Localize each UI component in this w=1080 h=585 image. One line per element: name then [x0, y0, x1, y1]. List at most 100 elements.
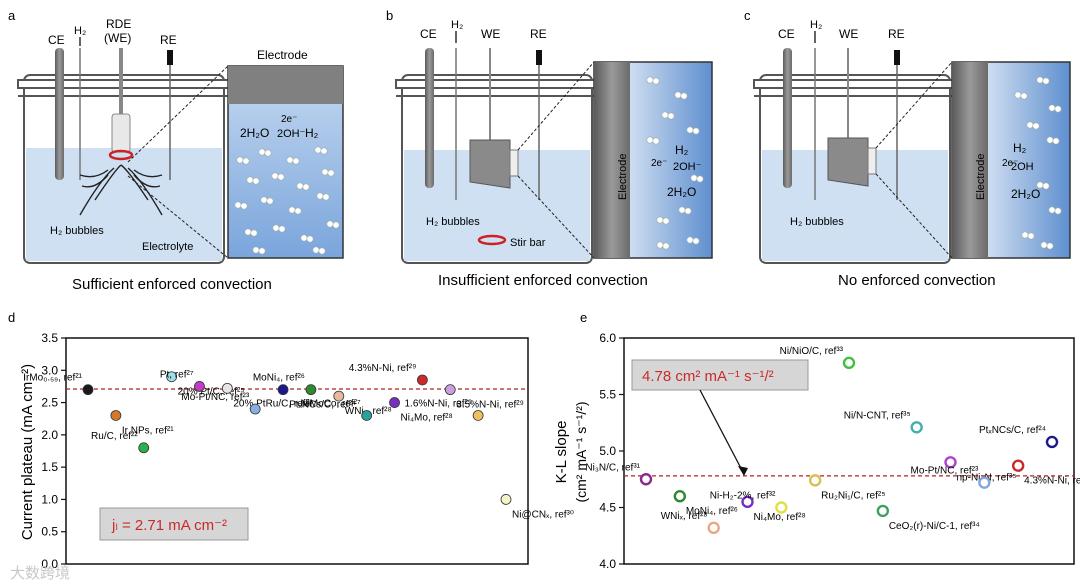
- e-point: [775, 501, 788, 514]
- bubble: [646, 76, 654, 84]
- reference-box-e: [631, 359, 809, 391]
- bubble: [320, 147, 328, 155]
- y-tick-label: 0.5: [41, 525, 58, 539]
- bubble: [252, 246, 260, 254]
- bubble: [674, 91, 682, 99]
- e-point: [808, 474, 822, 487]
- rde-we-label-a: (WE): [104, 31, 131, 45]
- ce-label-b: CE: [420, 27, 437, 41]
- bubbles-label-b: H₂ bubbles: [426, 216, 480, 228]
- bubbles-label-a: H₂ bubbles: [50, 225, 104, 237]
- d-point-label: Ni₄Mo, ref²⁸: [401, 413, 453, 424]
- bubble: [696, 175, 704, 183]
- bubble: [1036, 76, 1044, 84]
- d-point: [277, 384, 289, 396]
- bubble: [1032, 122, 1040, 130]
- bubble: [236, 156, 244, 164]
- y-tick-label: 6.0: [599, 331, 616, 345]
- d-point: [500, 494, 512, 505]
- bubble: [327, 169, 335, 177]
- e-point-label: PtₓNCs/C, ref²⁴: [979, 425, 1046, 436]
- d-point-label: 3.5%N-Ni, ref²⁹: [456, 400, 524, 411]
- bubble: [306, 235, 314, 243]
- bubble: [318, 247, 326, 255]
- rde-tip-a: [111, 113, 131, 153]
- bubble: [1027, 232, 1035, 240]
- y-axis-label-d: Current plateau (mA cm⁻²): [19, 364, 36, 540]
- reference-label-e: 4.78 cm² mA⁻¹ s⁻¹/²: [642, 368, 774, 385]
- bubble: [656, 216, 664, 224]
- stir-bar-label-b: Stir bar: [510, 237, 546, 249]
- working-electrode-c: [827, 137, 869, 187]
- panel-letter-b: b: [386, 8, 393, 23]
- re-label-c: RE: [888, 27, 905, 41]
- bubble: [240, 202, 248, 210]
- e-point-label: Mo-Pt/NC, ref²³: [911, 466, 979, 477]
- d-point: [166, 371, 178, 383]
- h2-label-b: H₂: [451, 19, 463, 31]
- bubble: [322, 193, 330, 201]
- h2-bubble-label-b: H₂: [675, 143, 689, 157]
- lid-a: [17, 79, 231, 89]
- bubble: [260, 196, 268, 204]
- bubble: [264, 149, 272, 157]
- bubble: [690, 174, 698, 182]
- ce-label-a: CE: [48, 33, 65, 47]
- d-point-label: IrMo₀.₅₉, ref²¹: [23, 373, 82, 384]
- bubble: [271, 172, 279, 180]
- d-point: [416, 374, 428, 386]
- bubble: [684, 207, 692, 215]
- bubble: [652, 137, 660, 145]
- h2o-label-c: 2H₂O: [1011, 187, 1040, 201]
- bubble: [678, 206, 686, 214]
- bubble: [667, 112, 675, 120]
- y-tick-label: 1.0: [41, 492, 58, 506]
- d-point: [249, 403, 261, 415]
- e-point: [741, 495, 754, 509]
- working-electrode-b: [469, 139, 511, 189]
- e-point: [673, 490, 687, 503]
- y-tick-label: 5.0: [599, 444, 616, 458]
- e-point: [978, 476, 991, 489]
- d-point-label: 20% PtRu/C, ref²⁸: [233, 398, 313, 409]
- bubble: [1046, 136, 1054, 144]
- panel-letter-d: d: [8, 310, 15, 325]
- y-tick-label: 2.0: [41, 428, 58, 442]
- bubbles-b: [646, 76, 704, 250]
- bubble: [1014, 91, 1022, 99]
- bubbles-a: [234, 146, 340, 255]
- e-point-label: Ru₂Ni₁/C, ref²⁵: [821, 490, 885, 501]
- y-tick-label: 3.0: [41, 363, 58, 377]
- bubble: [692, 237, 700, 245]
- h2o-label-b: 2H₂O: [667, 185, 696, 199]
- ce-label-c: CE: [778, 27, 795, 41]
- d-point: [361, 410, 373, 421]
- e-label-c: 2e⁻: [1002, 158, 1018, 169]
- bubble: [1054, 105, 1062, 113]
- bubble: [288, 206, 296, 214]
- bubble: [302, 183, 310, 191]
- bubbles-label-c: H₂ bubbles: [790, 216, 844, 228]
- e-point-label: Ni₃N/C, ref³¹: [585, 462, 640, 473]
- bubble: [1026, 121, 1034, 129]
- d-point-label: MoNi₄, ref²⁶: [253, 373, 305, 384]
- reference-label-d: jₗ = 2.71 mA cm⁻²: [111, 517, 227, 534]
- h2-bubble-label-a: H₂: [305, 126, 319, 140]
- d-point-label: Pt, ref²⁷: [160, 369, 194, 380]
- chart-e: e K-L slope (cm² mA⁻¹ s⁻¹/²) 4.04.55.05.…: [553, 310, 1080, 571]
- bubble: [258, 247, 266, 255]
- bubble: [244, 228, 252, 236]
- bubble: [312, 246, 320, 254]
- bubble: [680, 92, 688, 100]
- bubble: [250, 229, 258, 237]
- d-point-label: 20% Pt/C, ref²⁵: [178, 387, 245, 398]
- bubble: [278, 225, 286, 233]
- y-tick-label: 4.0: [599, 557, 616, 571]
- bubble: [286, 156, 294, 164]
- bubble: [662, 242, 670, 250]
- panel-c: c H₂ bubbles CE H₂ WE RE Electrode 2e⁻ H…: [744, 8, 1071, 289]
- bubble: [316, 192, 324, 200]
- e-point-label: Ni/NiO/C, ref³³: [780, 346, 844, 357]
